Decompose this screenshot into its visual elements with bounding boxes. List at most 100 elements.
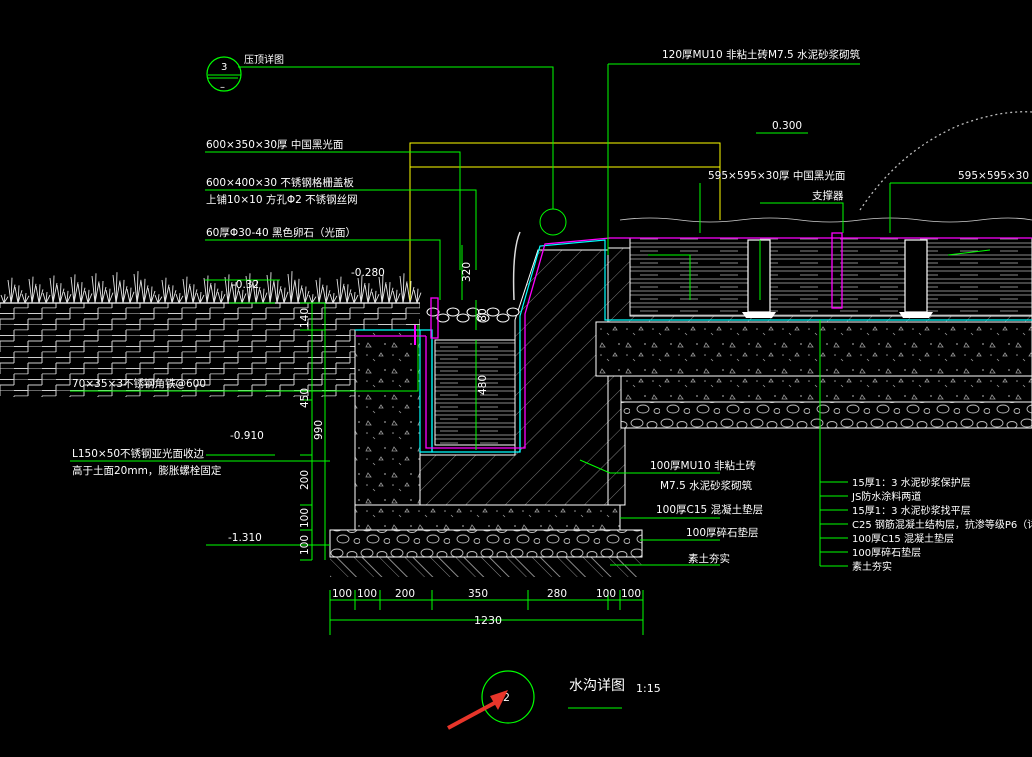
grass-tuft: [56, 283, 65, 304]
label-paver-a: 595×595×30厚 中国黑光面: [708, 169, 845, 182]
pedestal-base: [899, 312, 933, 318]
grass-tuft: [287, 271, 296, 304]
pebble: [456, 313, 470, 323]
brick-wall-left: [354, 329, 421, 506]
dimension-vertical: 100: [299, 535, 311, 555]
elevation-neg-0-910: -0.910: [230, 430, 264, 442]
label-gravel-pad: 100厚碎石垫层: [686, 526, 759, 539]
drawing-number: 2: [503, 691, 510, 704]
water-overflow: [512, 231, 521, 301]
grass-tuft: [329, 293, 338, 304]
callout-circle: [206, 56, 242, 92]
elevation-neg-0-280: -0.280: [351, 267, 385, 279]
membrane-line: [425, 237, 1032, 449]
grass-tuft: [175, 293, 184, 304]
annotation-arrow-icon: [447, 698, 501, 730]
grass-tuft: [336, 276, 345, 304]
drawing-number-circle: [481, 670, 535, 724]
fountain-arc: [859, 111, 1032, 211]
pedestal-base: [742, 312, 776, 318]
callout-number: 3: [221, 62, 227, 73]
compacted-soil-base: [330, 557, 642, 577]
label-coping: 600×350×30厚 中国黑光面: [206, 138, 343, 151]
label-support: 支撑器: [812, 189, 844, 202]
grass-tuft: [49, 275, 58, 304]
layer-label: 素土夯实: [852, 560, 892, 573]
arrow-head-icon: [490, 690, 508, 710]
grass-tuft: [28, 276, 37, 304]
grass-tuft: [35, 284, 44, 304]
grass-tuft: [140, 278, 149, 304]
grass-tuft: [70, 274, 79, 304]
label-grate-1: 600×400×30 不锈钢格栅盖板: [206, 176, 354, 189]
layer-label: 15厚1：3 水泥砂浆找平层: [852, 504, 971, 517]
grass-tuft: [294, 278, 303, 304]
grass-tuft: [154, 294, 163, 304]
grass-tuft: [378, 274, 387, 304]
c15-layer-right: [595, 321, 1032, 377]
c15-pad: [354, 504, 621, 531]
grass-tuft: [322, 285, 331, 304]
dimension-vertical: 100: [299, 508, 311, 528]
callout-bubble[interactable]: [206, 56, 242, 92]
dimension-vertical: 480: [477, 375, 489, 395]
drain-inner-outline: [431, 340, 521, 453]
dimension-vertical: 80: [477, 308, 489, 321]
dimension-vertical: 320: [461, 262, 473, 282]
pebble-layer: [426, 307, 520, 323]
dimension-vertical: 140: [299, 308, 311, 328]
grass-tuft: [182, 276, 191, 304]
gravel-layer-right: [620, 401, 1032, 429]
grass-tuft: [119, 279, 128, 304]
grass-tuft: [196, 291, 205, 304]
drain-water: [434, 339, 516, 446]
label-wall-top: 120厚MU10 非粘土砖M7.5 水泥砂浆砌筑: [662, 48, 861, 61]
elevation-neg-1-310: -1.310: [228, 532, 262, 544]
pedestal: [747, 239, 771, 313]
grass-tuft: [273, 279, 282, 304]
callout-sub: –: [220, 82, 225, 93]
grass-tuft: [315, 277, 324, 304]
grass-tuft: [189, 284, 198, 304]
grass-tuft: [231, 282, 240, 304]
layer-label: 15厚1：3 水泥砂浆保护层: [852, 476, 971, 489]
grass-tuft: [343, 284, 352, 304]
dimension-vertical: 990: [313, 420, 325, 440]
grass-tuft: [7, 277, 16, 304]
pebble: [496, 313, 510, 323]
dimension-horizontal: 350: [468, 588, 488, 600]
dimension-vertical: 200: [299, 470, 311, 490]
drawing-title-block: [447, 670, 622, 730]
grass-tuft: [168, 285, 177, 304]
label-soil: 素土夯实: [688, 552, 730, 565]
soil-and-planting: [0, 271, 422, 397]
grass-tuft: [42, 291, 51, 304]
grass-tuft: [0, 294, 9, 304]
grass-tuft: [301, 286, 310, 304]
label-angle: 70×35×3不锈钢角铁@600: [72, 377, 206, 390]
label-wall-mid-2: M7.5 水泥砂浆砌筑: [660, 479, 753, 492]
dimension-horizontal: 100: [357, 588, 377, 600]
label-c15-pad: 100厚C15 混凝土垫层: [656, 503, 763, 516]
grass-tuft: [238, 289, 247, 304]
grass-tuft: [63, 290, 72, 304]
layer-label: 100厚C15 混凝土垫层: [852, 532, 954, 545]
grass-tuft: [371, 290, 380, 304]
label-wall-mid-1: 100厚MU10 非粘土砖: [650, 459, 756, 472]
label-edge-2: 高于土面20mm，膨胀螺栓固定: [72, 464, 222, 477]
dimension-horizontal: 200: [395, 588, 415, 600]
label-grate-2: 上铺10×10 方孔Φ2 不锈钢丝网: [206, 193, 358, 206]
coping-stone-outline: [409, 142, 721, 168]
layer-label: 100厚碎石垫层: [852, 546, 921, 559]
pebble: [436, 313, 450, 323]
grass-tuft: [91, 273, 100, 304]
pool-drain-pipe: [831, 232, 843, 309]
elevation-neg-0-32: -0.32: [232, 279, 259, 291]
grass-tuft: [84, 289, 93, 304]
paver-pedestals: [742, 232, 933, 318]
pebble: [476, 313, 490, 323]
c15-layer-lower: [620, 375, 1032, 403]
grass-tuft: [147, 286, 156, 304]
leader-lines: [70, 63, 1032, 567]
